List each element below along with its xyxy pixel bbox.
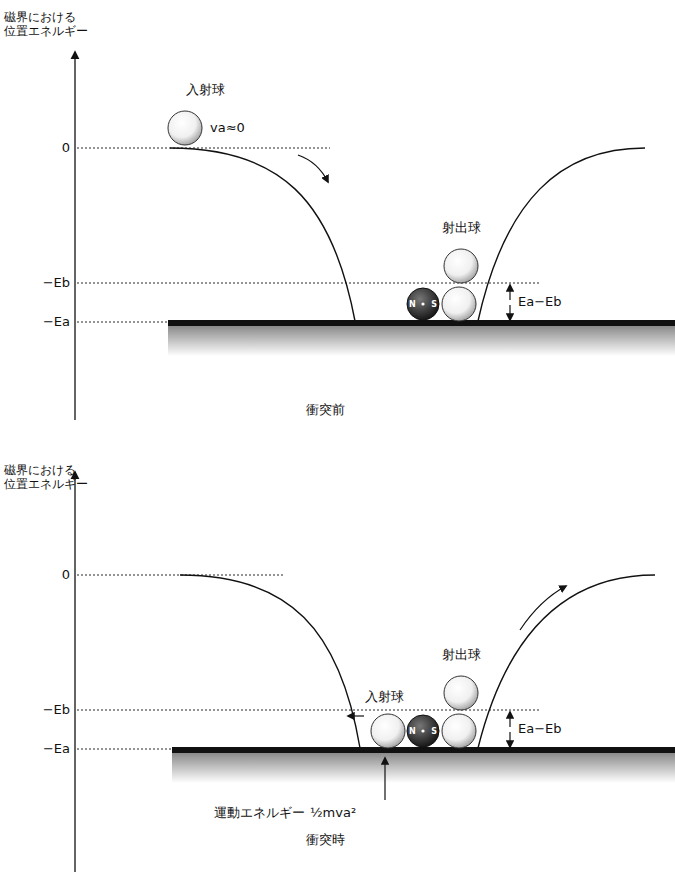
- label: 射出球: [442, 647, 481, 663]
- label: 射出球: [442, 220, 481, 236]
- label: 衝突前: [306, 402, 345, 418]
- label: −Ea: [43, 741, 70, 757]
- label: 入射球: [365, 689, 404, 705]
- magnet-poles: NS: [406, 714, 440, 748]
- label: 運動エネルギー: [214, 805, 305, 821]
- label: −Eb: [43, 702, 70, 718]
- pole-letter: S: [431, 300, 437, 309]
- label: 磁界における 位置エネルギー: [4, 463, 104, 492]
- label: va≈0: [210, 120, 245, 136]
- label: Ea−Eb: [518, 294, 562, 310]
- magnet-ball: NS: [406, 287, 440, 321]
- label: 磁界における 位置エネルギー: [4, 10, 104, 39]
- label: −Eb: [43, 275, 70, 291]
- level-lines: [77, 148, 540, 749]
- pole-letter: N: [409, 727, 416, 736]
- label: 0: [62, 140, 70, 156]
- pole-letter: S: [431, 727, 437, 736]
- potential-curves: [170, 148, 655, 748]
- arrows: [298, 155, 566, 800]
- label: 衝突時: [306, 832, 345, 848]
- label: −Ea: [43, 314, 70, 330]
- label: Ea−Eb: [518, 721, 562, 737]
- label: 入射球: [186, 82, 225, 98]
- balls: [168, 111, 478, 748]
- label: 0: [62, 567, 70, 583]
- magnet-ball: NS: [406, 714, 440, 748]
- axes: [74, 52, 75, 872]
- floor: [168, 320, 675, 783]
- pole-letter: N: [409, 300, 416, 309]
- label: ½mva²: [310, 805, 356, 821]
- magnet-poles: NS: [406, 287, 440, 321]
